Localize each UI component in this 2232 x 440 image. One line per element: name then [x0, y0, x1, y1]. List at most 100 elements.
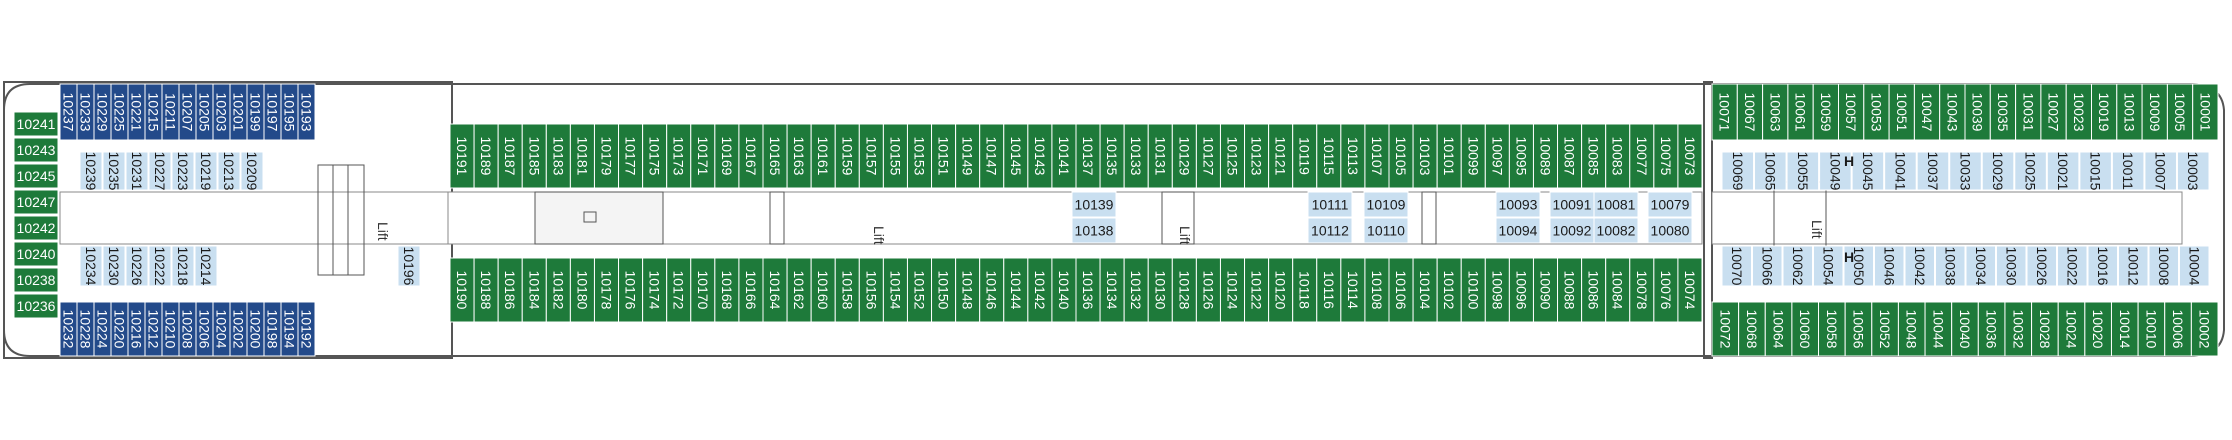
cabin-10221[interactable]: 10221 [127, 83, 146, 141]
cabin-10079[interactable]: 10079 [1647, 191, 1693, 218]
cabin-10006[interactable]: 10006 [2164, 301, 2192, 357]
cabin-10170[interactable]: 10170 [690, 257, 716, 323]
cabin-10166[interactable]: 10166 [738, 257, 764, 323]
cabin-10137[interactable]: 10137 [1075, 123, 1101, 189]
cabin-10190[interactable]: 10190 [449, 257, 475, 323]
cabin-10083[interactable]: 10083 [1605, 123, 1631, 189]
cabin-10095[interactable]: 10095 [1508, 123, 1534, 189]
cabin-10118[interactable]: 10118 [1292, 257, 1318, 323]
cabin-10007[interactable]: 10007 [2144, 151, 2177, 191]
cabin-10057[interactable]: 10057 [1838, 83, 1865, 141]
cabin-10008[interactable]: 10008 [2148, 245, 2179, 287]
cabin-10055[interactable]: 10055 [1786, 151, 1820, 191]
cabin-10034[interactable]: 10034 [1965, 245, 1996, 287]
cabin-10169[interactable]: 10169 [714, 123, 740, 189]
cabin-10193[interactable]: 10193 [297, 83, 316, 141]
cabin-10052[interactable]: 10052 [1871, 301, 1899, 357]
cabin-10032[interactable]: 10032 [2004, 301, 2033, 357]
cabin-10163[interactable]: 10163 [786, 123, 812, 189]
cabin-10107[interactable]: 10107 [1364, 123, 1390, 189]
cabin-10082[interactable]: 10082 [1593, 217, 1639, 244]
cabin-10208[interactable]: 10208 [178, 301, 197, 357]
cabin-10173[interactable]: 10173 [666, 123, 692, 189]
cabin-10097[interactable]: 10097 [1484, 123, 1510, 189]
cabin-10064[interactable]: 10064 [1764, 301, 1793, 357]
cabin-10063[interactable]: 10063 [1762, 83, 1789, 141]
cabin-10024[interactable]: 10024 [2057, 301, 2086, 357]
cabin-10199[interactable]: 10199 [246, 83, 265, 141]
cabin-10144[interactable]: 10144 [1003, 257, 1029, 323]
cabin-10161[interactable]: 10161 [810, 123, 836, 189]
cabin-10237[interactable]: 10237 [59, 83, 78, 141]
cabin-10133[interactable]: 10133 [1123, 123, 1149, 189]
cabin-10182[interactable]: 10182 [545, 257, 571, 323]
cabin-10036[interactable]: 10036 [1977, 301, 2006, 357]
cabin-10114[interactable]: 10114 [1340, 257, 1366, 323]
cabin-10069[interactable]: 10069 [1721, 151, 1755, 191]
cabin-10177[interactable]: 10177 [618, 123, 644, 189]
cabin-10181[interactable]: 10181 [569, 123, 595, 189]
cabin-10135[interactable]: 10135 [1099, 123, 1125, 189]
cabin-10051[interactable]: 10051 [1888, 83, 1915, 141]
cabin-10160[interactable]: 10160 [810, 257, 836, 323]
cabin-10106[interactable]: 10106 [1388, 257, 1414, 323]
cabin-10153[interactable]: 10153 [906, 123, 933, 189]
cabin-10027[interactable]: 10027 [2040, 83, 2067, 141]
cabin-10129[interactable]: 10129 [1171, 123, 1197, 189]
cabin-10239[interactable]: 10239 [79, 151, 103, 191]
cabin-10134[interactable]: 10134 [1099, 257, 1125, 323]
cabin-10111[interactable]: 10111 [1307, 191, 1353, 218]
cabin-10098[interactable]: 10098 [1484, 257, 1510, 323]
cabin-10046[interactable]: 10046 [1874, 245, 1905, 287]
cabin-10101[interactable]: 10101 [1436, 123, 1462, 189]
cabin-10159[interactable]: 10159 [834, 123, 860, 189]
cabin-10020[interactable]: 10020 [2084, 301, 2112, 357]
cabin-10167[interactable]: 10167 [738, 123, 764, 189]
cabin-10011[interactable]: 10011 [2111, 151, 2145, 191]
cabin-10207[interactable]: 10207 [178, 83, 197, 141]
cabin-10088[interactable]: 10088 [1557, 257, 1583, 323]
cabin-10185[interactable]: 10185 [521, 123, 547, 189]
cabin-10242[interactable]: 10242 [13, 215, 59, 241]
cabin-10042[interactable]: 10042 [1904, 245, 1935, 287]
cabin-10076[interactable]: 10076 [1653, 257, 1679, 323]
cabin-10089[interactable]: 10089 [1532, 123, 1559, 189]
cabin-10066[interactable]: 10066 [1752, 245, 1783, 287]
cabin-10124[interactable]: 10124 [1219, 257, 1246, 323]
cabin-10209[interactable]: 10209 [240, 151, 264, 191]
cabin-10004[interactable]: 10004 [2179, 245, 2210, 287]
cabin-10050[interactable]: 10050 [1843, 245, 1874, 287]
cabin-10212[interactable]: 10212 [144, 301, 163, 357]
cabin-10128[interactable]: 10128 [1171, 257, 1197, 323]
cabin-10029[interactable]: 10029 [1981, 151, 2015, 191]
cabin-10165[interactable]: 10165 [762, 123, 788, 189]
cabin-10113[interactable]: 10113 [1340, 123, 1366, 189]
cabin-10210[interactable]: 10210 [161, 301, 180, 357]
cabin-10045[interactable]: 10045 [1851, 151, 1885, 191]
cabin-10151[interactable]: 10151 [931, 123, 957, 189]
cabin-10067[interactable]: 10067 [1736, 83, 1764, 141]
cabin-10127[interactable]: 10127 [1195, 123, 1221, 189]
cabin-10099[interactable]: 10099 [1460, 123, 1486, 189]
cabin-10003[interactable]: 10003 [2176, 151, 2210, 191]
cabin-10105[interactable]: 10105 [1388, 123, 1414, 189]
cabin-10062[interactable]: 10062 [1782, 245, 1813, 287]
cabin-10139[interactable]: 10139 [1071, 191, 1117, 218]
cabin-10041[interactable]: 10041 [1884, 151, 1917, 191]
cabin-10176[interactable]: 10176 [618, 257, 644, 323]
cabin-10109[interactable]: 10109 [1363, 191, 1409, 218]
cabin-10110[interactable]: 10110 [1363, 217, 1409, 244]
cabin-10184[interactable]: 10184 [521, 257, 547, 323]
cabin-10136[interactable]: 10136 [1075, 257, 1101, 323]
cabin-10122[interactable]: 10122 [1244, 257, 1270, 323]
cabin-10072[interactable]: 10072 [1711, 301, 1740, 357]
cabin-10142[interactable]: 10142 [1027, 257, 1053, 323]
cabin-10240[interactable]: 10240 [13, 241, 59, 267]
cabin-10188[interactable]: 10188 [473, 257, 499, 323]
cabin-10149[interactable]: 10149 [955, 123, 981, 189]
cabin-10145[interactable]: 10145 [1003, 123, 1029, 189]
cabin-10071[interactable]: 10071 [1711, 83, 1738, 141]
cabin-10078[interactable]: 10078 [1629, 257, 1655, 323]
cabin-10044[interactable]: 10044 [1924, 301, 1953, 357]
cabin-10180[interactable]: 10180 [569, 257, 595, 323]
